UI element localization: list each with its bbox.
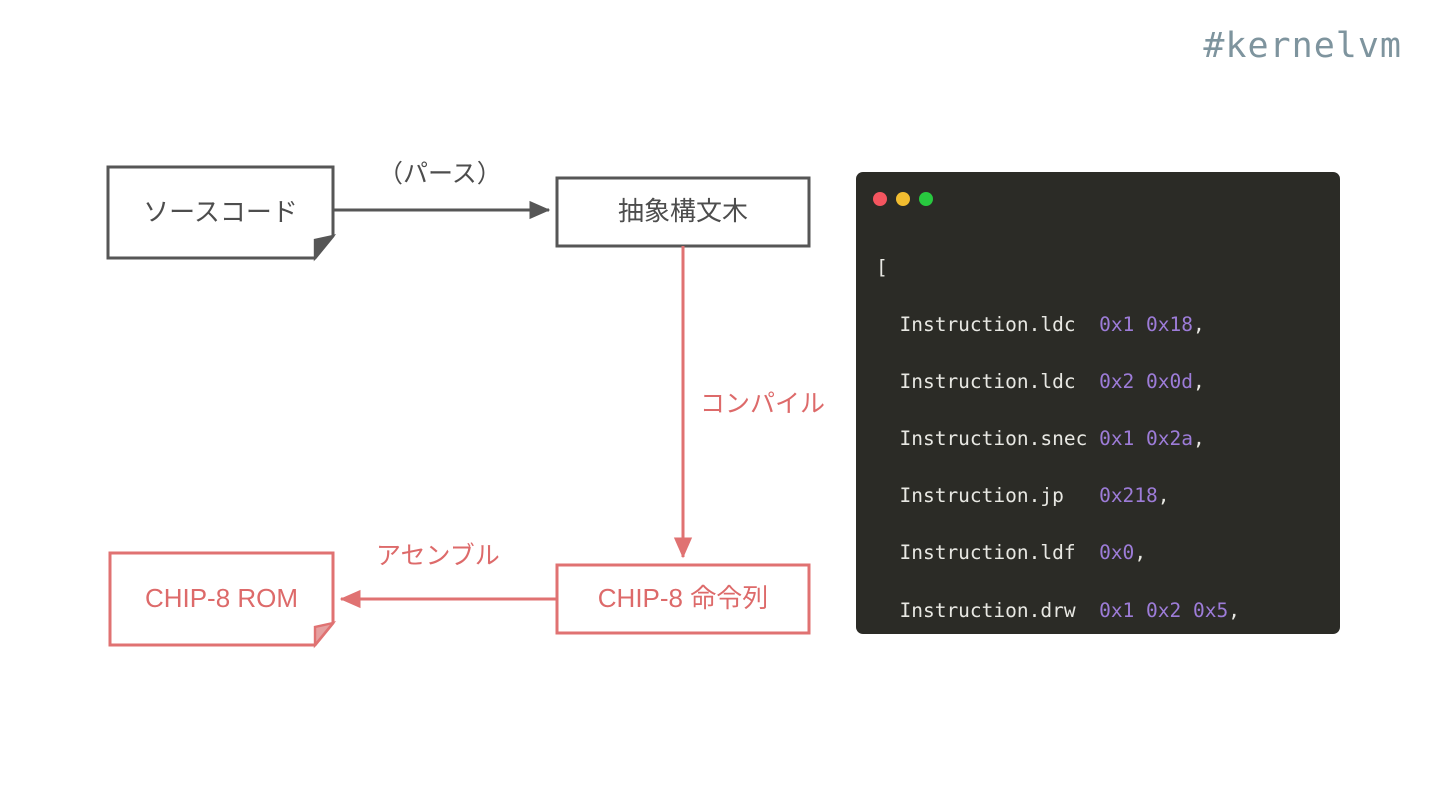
node-chip8-rom[interactable] xyxy=(108,551,337,649)
diagram-canvas xyxy=(106,165,811,649)
code-punctuation: , xyxy=(1193,312,1205,336)
code-instruction: Instruction.ldf xyxy=(876,541,1088,565)
source-code-fold-icon xyxy=(313,234,337,262)
code-line: [ xyxy=(876,254,1330,283)
code-punctuation: , xyxy=(1157,484,1170,508)
code-punctuation: , xyxy=(1134,541,1147,565)
node-chip8-instr-list[interactable] xyxy=(555,563,811,635)
edge-label-compile: コンパイル xyxy=(700,390,826,418)
terminal-window[interactable]: [ Instruction.ldc 0x1 0x18, Instruction.… xyxy=(856,172,1340,634)
terminal-titlebar[interactable] xyxy=(856,172,1340,224)
edge-label-parse: （パース） xyxy=(378,160,502,188)
pipeline-diagram: ソースコード 抽象構文木 CHIP-8 ROM CHIP-8 命令列 （パース）… xyxy=(106,160,826,649)
chip8-instr-list-shape xyxy=(555,563,811,635)
node-source-code[interactable] xyxy=(106,165,337,262)
minimize-icon[interactable] xyxy=(896,192,910,206)
code-instruction: Instruction.drw xyxy=(876,598,1088,622)
code-instruction: Instruction.ldc xyxy=(876,312,1088,336)
code-operands: 0x218 xyxy=(1099,484,1158,508)
code-line: Instruction.ldc 0x2 0x0d, xyxy=(876,368,1330,397)
code-line: Instruction.ldf 0x0, xyxy=(876,539,1330,568)
code-line: Instruction.ldc 0x1 0x18, xyxy=(876,311,1330,340)
close-icon[interactable] xyxy=(873,192,887,206)
code-punctuation: , xyxy=(1228,598,1240,622)
source-code-shape xyxy=(106,165,335,260)
ast-shape xyxy=(555,176,811,248)
node-ast[interactable] xyxy=(555,176,811,248)
edge-label-assemble: アセンブル xyxy=(376,542,500,570)
code-operands: 0x1 0x18 xyxy=(1099,312,1193,336)
code-operands: 0x0 xyxy=(1099,541,1135,565)
code-line: Instruction.snec 0x1 0x2a, xyxy=(876,425,1330,454)
kernelvm-watermark: #kernelvm xyxy=(1203,26,1402,66)
maximize-icon[interactable] xyxy=(919,192,933,206)
code-punctuation: , xyxy=(1193,369,1205,393)
code-punctuation: , xyxy=(1193,427,1205,451)
chip8-rom-shape xyxy=(108,551,335,647)
code-operands: 0x1 0x2a xyxy=(1099,427,1193,451)
code-line: Instruction.jp 0x218, xyxy=(876,482,1330,511)
code-instruction: Instruction.snec xyxy=(876,427,1088,451)
code-instruction: [ xyxy=(876,255,888,279)
code-instruction: Instruction.jp xyxy=(876,484,1088,508)
code-line: Instruction.drw 0x1 0x2 0x5, xyxy=(876,597,1330,626)
code-operands: 0x1 0x2 0x5 xyxy=(1099,598,1229,622)
code-instruction: Instruction.ldc xyxy=(876,369,1088,393)
chip8-rom-fold-icon xyxy=(313,621,337,649)
terminal-code-output: [ Instruction.ldc 0x1 0x18, Instruction.… xyxy=(876,254,1330,635)
code-operands: 0x2 0x0d xyxy=(1099,369,1193,393)
